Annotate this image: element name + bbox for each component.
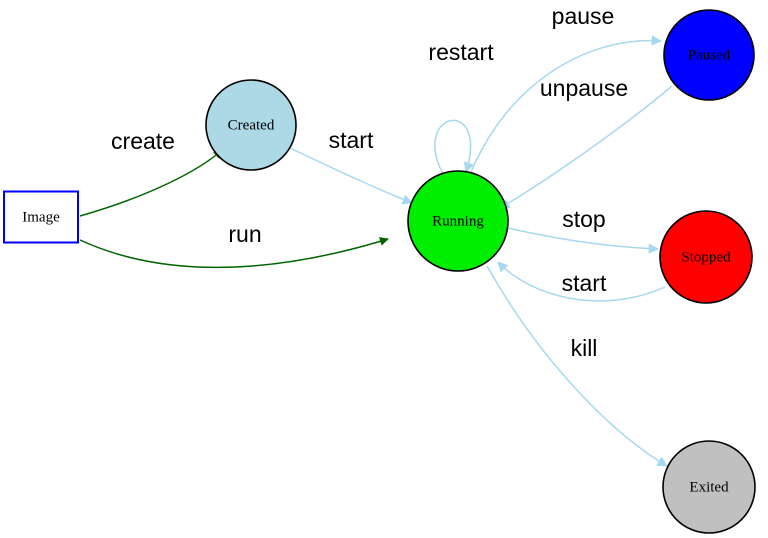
node-label-created: Created	[228, 117, 275, 133]
edge-restart	[434, 119, 474, 175]
edge-pause	[470, 35, 663, 173]
node-label-stopped: Stopped	[681, 249, 731, 265]
edge-create	[79, 149, 223, 217]
node-paused[interactable]: Paused	[663, 9, 755, 101]
edge-unpause	[499, 85, 673, 209]
node-shape-paused	[663, 9, 755, 101]
edge-start-created	[287, 146, 413, 205]
node-label-running: Running	[432, 213, 484, 229]
node-shape-image	[3, 190, 79, 244]
edge-label-start-created: start	[329, 127, 374, 153]
node-exited[interactable]: Exited	[662, 440, 756, 534]
edge-label-kill: kill	[571, 335, 598, 361]
node-running[interactable]: Running	[407, 170, 509, 272]
node-shape-exited	[662, 440, 756, 534]
node-label-exited: Exited	[689, 479, 729, 495]
edge-run	[79, 237, 389, 269]
node-image[interactable]: Image	[3, 190, 79, 244]
node-shape-stopped	[659, 210, 753, 304]
edge-label-create: create	[111, 128, 175, 154]
edge-label-stop: stop	[562, 206, 605, 232]
edge-label-pause: pause	[552, 3, 615, 29]
node-shape-created	[205, 79, 297, 171]
edge-label-run: run	[228, 221, 261, 247]
edge-start-stopped	[497, 261, 666, 302]
edge-labels-layer: create run start restart pause unpause stop sta…	[111, 3, 628, 361]
edge-label-restart: restart	[428, 39, 494, 65]
node-label-image: Image	[22, 209, 60, 225]
edges-layer	[79, 35, 673, 467]
edge-label-start-stopped: start	[562, 270, 607, 296]
edge-kill	[486, 265, 668, 467]
edge-stop	[507, 227, 660, 254]
node-shape-running	[407, 170, 509, 272]
edge-label-unpause: unpause	[540, 75, 628, 101]
node-stopped[interactable]: Stopped	[659, 210, 753, 304]
node-label-paused: Paused	[688, 47, 731, 63]
node-created[interactable]: Created	[205, 79, 297, 171]
